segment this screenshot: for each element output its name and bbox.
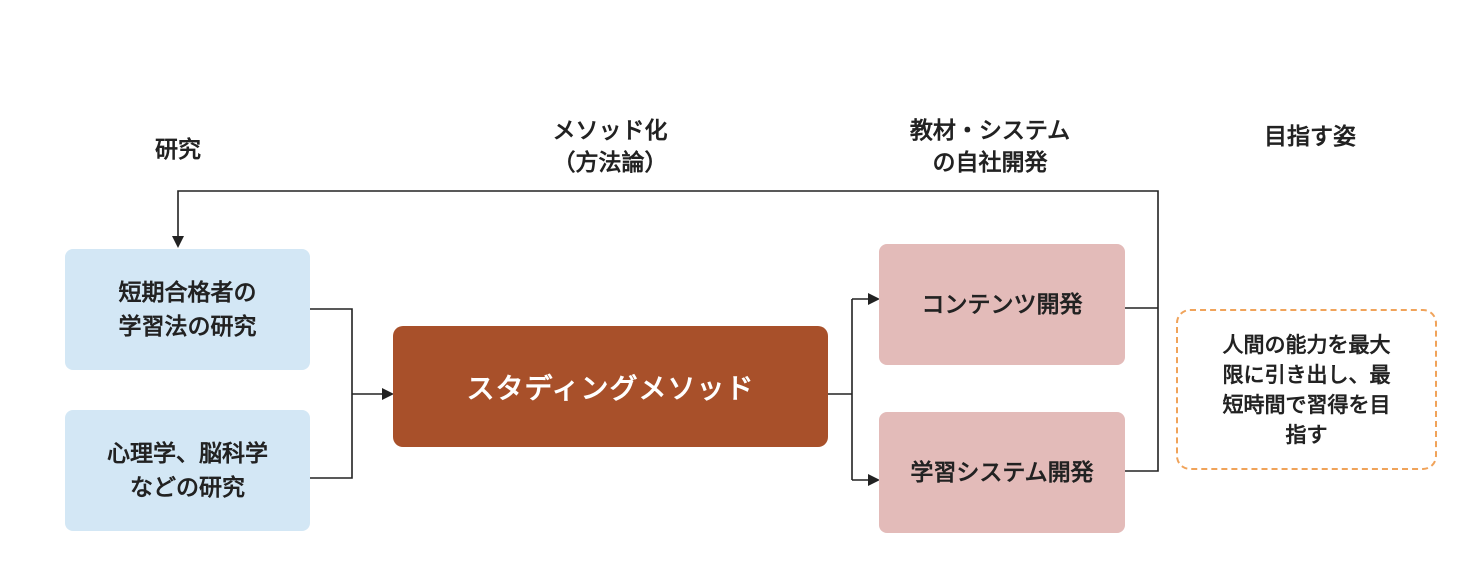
research-box-psychology: 心理学、脳科学 などの研究 bbox=[65, 410, 310, 531]
research-box-2-line2: などの研究 bbox=[130, 474, 245, 501]
goal-line2: 限に引き出し、最 bbox=[1222, 362, 1391, 387]
goal-line4: 指す bbox=[1285, 422, 1328, 447]
goal-line1: 人間の能力を最大 bbox=[1222, 332, 1391, 357]
research-box-1-line1: 短期合格者の bbox=[118, 279, 257, 306]
method-split-line bbox=[828, 299, 853, 480]
header-research: 研究 bbox=[155, 137, 201, 163]
studying-method-box: スタディングメソッド bbox=[393, 326, 828, 447]
header-method: メソッド化 （方法論） bbox=[520, 115, 700, 179]
content-development-box: コンテンツ開発 bbox=[879, 244, 1125, 365]
learning-system-development-box: 学習システム開発 bbox=[879, 412, 1125, 533]
research-box-2-line1: 心理学、脳科学 bbox=[107, 440, 268, 467]
goal-line3: 短時間で習得を目 bbox=[1222, 392, 1391, 417]
header-materials: 教材・システム の自社開発 bbox=[890, 115, 1090, 179]
goal-box: 人間の能力を最大 限に引き出し、最 短時間で習得を目 指す bbox=[1176, 309, 1437, 470]
studying-method-label: スタディングメソッド bbox=[466, 371, 755, 405]
header-method-line1: メソッド化 bbox=[552, 118, 668, 144]
header-goal: 目指す姿 bbox=[1264, 124, 1356, 150]
research-box-short-term-learners: 短期合格者の 学習法の研究 bbox=[65, 249, 310, 370]
header-materials-line1: 教材・システム bbox=[909, 118, 1071, 144]
header-method-line2: （方法論） bbox=[552, 150, 668, 176]
research-box-1-line2: 学習法の研究 bbox=[118, 313, 257, 340]
feedback-arrow bbox=[178, 190, 1159, 472]
header-materials-line2: の自社開発 bbox=[932, 150, 1048, 176]
learning-system-development-label: 学習システム開発 bbox=[910, 459, 1094, 486]
research-merge-line bbox=[310, 308, 353, 479]
content-development-label: コンテンツ開発 bbox=[921, 291, 1083, 318]
